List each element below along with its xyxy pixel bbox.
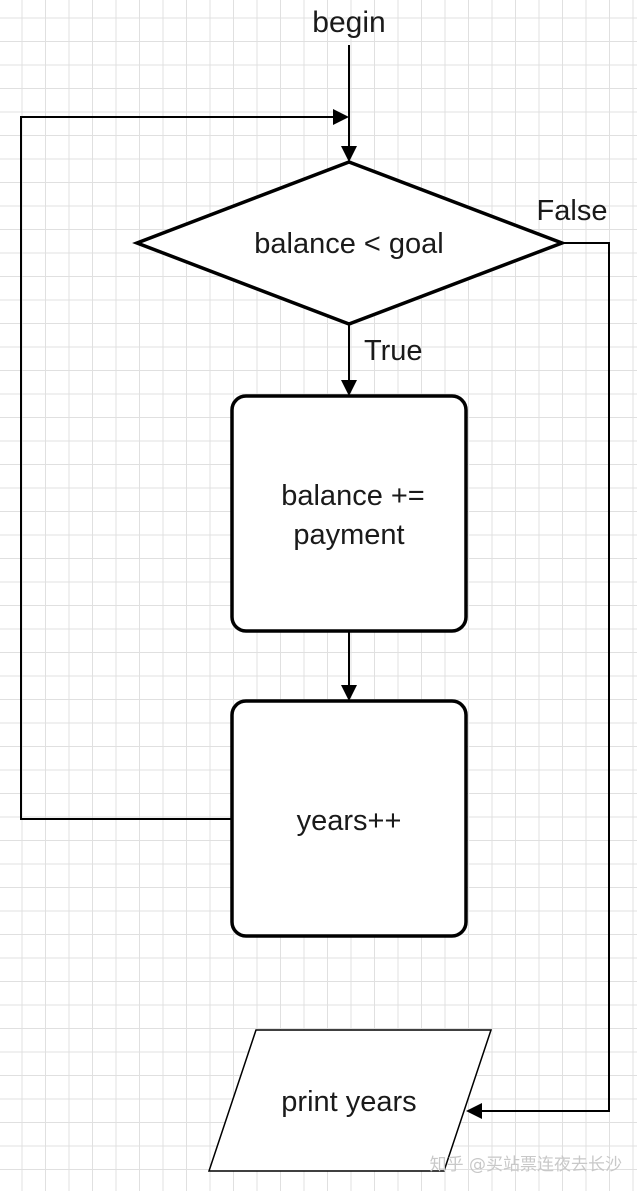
begin-label: begin [312, 6, 385, 39]
decision-label: balance < goal [254, 228, 443, 260]
edge-loop-back [20, 109, 349, 820]
edge-process1-to-process2 [341, 631, 357, 701]
edge-false [466, 242, 610, 1119]
output-parallelogram [207, 1029, 493, 1172]
output-label: print years [281, 1086, 416, 1118]
decision-node[interactable]: balance < goal [132, 160, 567, 326]
process-box-years [230, 699, 468, 938]
process-box-balance [230, 394, 468, 633]
process-node-years[interactable]: years++ [230, 699, 468, 938]
watermark: 知乎 @买站票连夜去长沙 [430, 1155, 622, 1175]
true-label: True [364, 335, 423, 367]
process-label-balance-line2: payment [293, 519, 404, 551]
output-node[interactable]: print years [207, 1029, 493, 1172]
process-label-years: years++ [297, 805, 402, 837]
process-node-balance[interactable]: balance += payment [230, 394, 468, 633]
edge-begin-to-decision [341, 45, 357, 162]
false-label: False [537, 195, 608, 227]
process-label-balance-line1: balance += [281, 480, 425, 512]
edge-true [341, 324, 357, 396]
